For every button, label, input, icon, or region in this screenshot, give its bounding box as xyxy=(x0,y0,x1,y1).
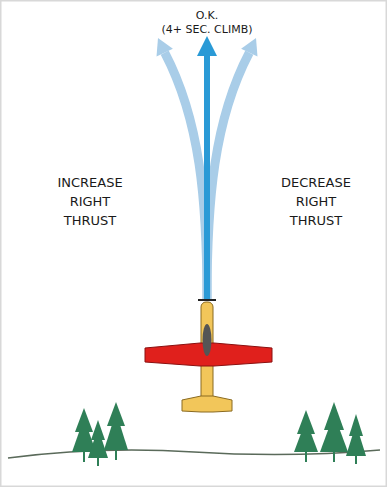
tree-trunk xyxy=(97,456,99,466)
propeller xyxy=(198,299,216,301)
airplane xyxy=(145,300,272,412)
tree xyxy=(297,410,315,434)
tree-trunk xyxy=(355,454,357,464)
tree xyxy=(349,414,363,436)
tree-trunk xyxy=(305,450,307,462)
tree-trunk xyxy=(333,450,335,462)
tree-trunks xyxy=(84,448,116,466)
tree-trunk xyxy=(115,448,117,460)
flight-path-left xyxy=(165,53,207,300)
tree-group xyxy=(294,402,366,456)
tree-trunks xyxy=(306,450,356,464)
stabilizer xyxy=(182,396,232,412)
canopy xyxy=(203,324,212,356)
correction-label: INCREASE RIGHT THRUST xyxy=(54,174,126,231)
tree xyxy=(75,408,93,432)
arrow-head xyxy=(157,38,173,56)
flight-path-right xyxy=(207,53,249,300)
arrow-head xyxy=(197,36,217,56)
tree xyxy=(324,402,344,430)
result-label: O.K. xyxy=(147,8,267,24)
tree xyxy=(91,420,105,440)
tree-group xyxy=(72,402,128,458)
arrow-head xyxy=(241,38,257,56)
tree xyxy=(107,402,125,426)
result-label: (4+ SEC. CLIMB) xyxy=(137,22,277,38)
flight-path-center xyxy=(204,52,210,300)
correction-label: DECREASE RIGHT THRUST xyxy=(280,174,352,231)
tree-trunk xyxy=(83,450,85,462)
